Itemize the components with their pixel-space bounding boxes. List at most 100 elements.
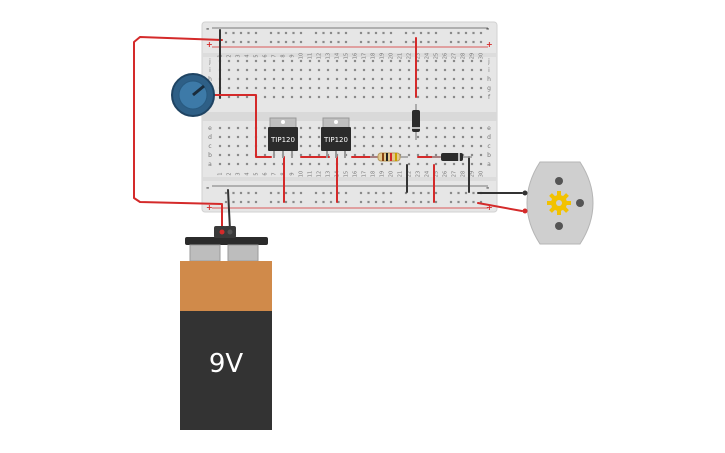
rail-sign-bottom-right-plus: + xyxy=(486,203,493,212)
rail-hole xyxy=(292,200,295,204)
terminal-hole xyxy=(425,162,429,166)
rail-sign-top-left-minus: - xyxy=(206,24,209,33)
rail-hole xyxy=(412,31,415,35)
terminal-hole xyxy=(308,86,312,90)
rail-hole xyxy=(367,40,370,44)
rail-hole xyxy=(269,200,273,204)
terminal-hole xyxy=(236,153,240,157)
rail-hole xyxy=(337,191,340,195)
rail-hole xyxy=(464,40,468,44)
terminal-hole xyxy=(272,162,276,166)
resistor-band-1 xyxy=(382,153,384,161)
row-label: e xyxy=(208,125,212,132)
terminal-hole xyxy=(479,153,483,157)
terminal-hole xyxy=(479,162,483,166)
rail-hole xyxy=(464,31,468,35)
terminal-hole xyxy=(353,95,357,99)
terminal-hole xyxy=(389,77,393,81)
terminal-hole xyxy=(362,162,366,166)
terminal-hole xyxy=(236,95,240,99)
rail-hole xyxy=(404,191,408,195)
terminal-hole xyxy=(398,68,402,72)
battery-9v[interactable]: 9V xyxy=(180,226,272,430)
terminal-hole xyxy=(245,144,249,148)
diode-vertical-body xyxy=(412,110,420,132)
terminal-hole xyxy=(407,162,411,166)
rail-hole xyxy=(389,191,393,195)
terminal-hole xyxy=(362,68,366,72)
terminal-hole xyxy=(479,59,483,63)
column-label: 19 xyxy=(380,53,386,59)
terminal-hole xyxy=(263,144,267,148)
column-label: 11 xyxy=(308,171,314,177)
terminal-hole xyxy=(470,135,474,139)
column-label: 3 xyxy=(236,54,242,57)
transistor-2[interactable]: TIP120 xyxy=(321,117,351,158)
rail-hole xyxy=(254,191,258,195)
terminal-hole xyxy=(425,68,429,72)
rail-hole xyxy=(329,200,333,204)
terminal-hole xyxy=(479,86,483,90)
resistor[interactable] xyxy=(370,152,408,162)
rail-hole xyxy=(337,31,340,35)
rail-hole xyxy=(472,31,475,35)
terminal-hole xyxy=(371,86,375,90)
terminal-hole xyxy=(290,77,294,81)
terminal-hole xyxy=(299,95,303,99)
terminal-hole xyxy=(479,77,483,81)
rail-sign-bottom-left-minus: - xyxy=(206,183,209,192)
resistor-band-2 xyxy=(386,153,388,161)
rail-hole xyxy=(412,40,415,44)
rail-hole xyxy=(359,200,363,204)
terminal-hole xyxy=(236,86,240,90)
rail-hole xyxy=(382,191,385,195)
rail-hole xyxy=(344,40,348,44)
terminal-hole xyxy=(380,95,384,99)
terminal-hole xyxy=(479,135,483,139)
dc-motor[interactable] xyxy=(522,161,594,245)
terminal-hole xyxy=(398,162,402,166)
terminal-hole xyxy=(470,77,474,81)
battery-snap-plus-dot xyxy=(219,229,225,235)
wire-battery-plus xyxy=(133,36,223,231)
terminal-hole xyxy=(389,95,393,99)
diode-horizontal[interactable] xyxy=(432,153,472,161)
rail-hole xyxy=(344,31,348,35)
terminal-hole xyxy=(317,126,321,130)
terminal-hole xyxy=(371,59,375,63)
rail-hole xyxy=(314,191,318,195)
terminal-hole xyxy=(227,135,231,139)
rail-hole xyxy=(419,200,423,204)
motor-screw-top xyxy=(555,177,563,185)
terminal-hole xyxy=(470,126,474,130)
rail-sign-top-right-minus: - xyxy=(486,24,489,33)
terminal-hole xyxy=(353,135,357,139)
rail-hole xyxy=(292,31,295,35)
column-label: 22 xyxy=(407,171,413,177)
terminal-hole xyxy=(434,77,438,81)
terminal-hole xyxy=(425,144,429,148)
rail-hole xyxy=(277,191,280,195)
diode-vertical[interactable] xyxy=(412,104,420,140)
potentiometer[interactable] xyxy=(171,73,215,117)
terminal-hole xyxy=(263,95,267,99)
terminal-hole xyxy=(434,68,438,72)
gear-tooth xyxy=(547,201,552,205)
transistor-1[interactable]: TIP120 xyxy=(268,117,298,158)
column-label: 26 xyxy=(443,53,449,59)
rail-hole xyxy=(247,200,250,204)
column-label: 23 xyxy=(416,53,422,59)
rail-hole xyxy=(224,31,228,35)
terminal-hole xyxy=(380,86,384,90)
terminal-hole xyxy=(290,68,294,72)
rail-hole xyxy=(427,40,430,44)
terminal-hole xyxy=(452,162,456,166)
terminal-hole xyxy=(470,68,474,72)
column-label: 16 xyxy=(353,171,359,177)
rail-hole xyxy=(322,31,325,35)
terminal-hole xyxy=(353,68,357,72)
terminal-hole xyxy=(434,86,438,90)
rail-hole xyxy=(284,31,288,35)
column-label: 21 xyxy=(398,53,404,59)
column-label: 14 xyxy=(335,53,341,59)
